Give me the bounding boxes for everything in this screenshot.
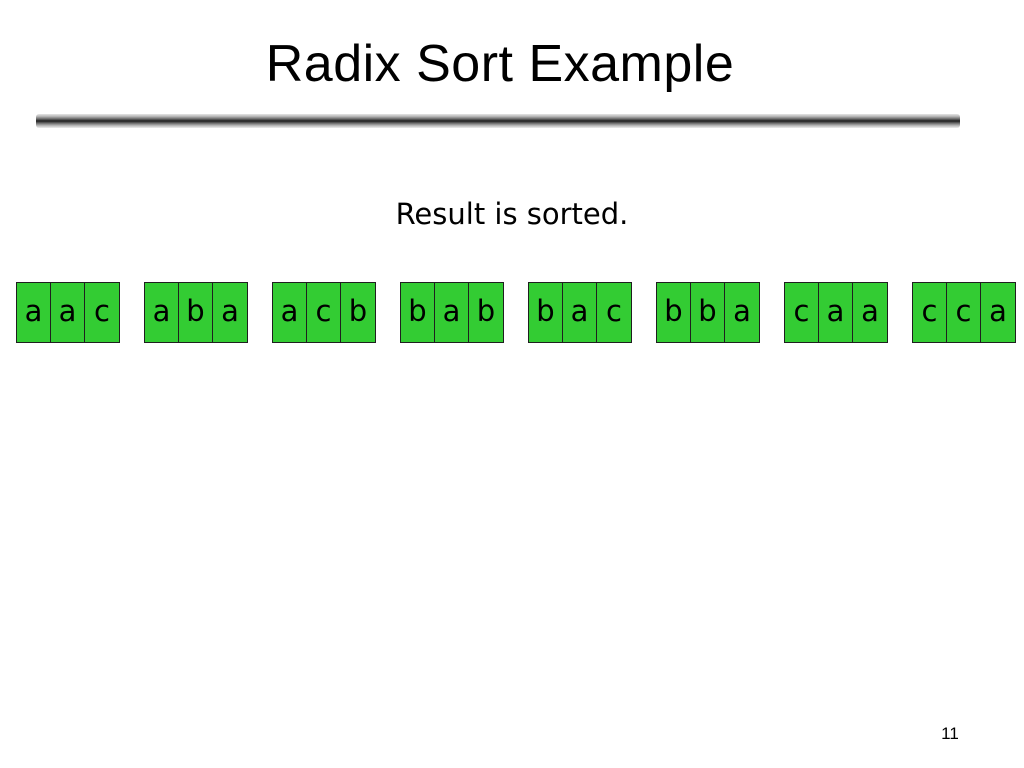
char-cell: a (17, 283, 51, 342)
char-cell: a (563, 283, 597, 342)
char-cell: c (307, 283, 341, 342)
char-cell: a (273, 283, 307, 342)
char-cell: b (341, 283, 375, 342)
char-cell: a (51, 283, 85, 342)
char-cell: b (401, 283, 435, 342)
string-box: b b a (656, 282, 760, 343)
char-cell: b (529, 283, 563, 342)
char-cell: a (853, 283, 887, 342)
char-cell: a (725, 283, 759, 342)
string-box: b a c (528, 282, 632, 343)
char-cell: b (657, 283, 691, 342)
char-cell: c (947, 283, 981, 342)
char-cell: a (981, 283, 1015, 342)
char-cell: c (913, 283, 947, 342)
char-cell: b (179, 283, 213, 342)
char-cell: a (213, 283, 247, 342)
char-cell: c (597, 283, 631, 342)
slide-title: Radix Sort Example (265, 35, 735, 93)
char-cell: a (819, 283, 853, 342)
title-divider (36, 114, 960, 128)
char-cell: b (691, 283, 725, 342)
char-cell: c (85, 283, 119, 342)
page-number: 11 (941, 724, 959, 743)
char-cell: b (469, 283, 503, 342)
string-box: c c a (912, 282, 1016, 343)
result-caption: Result is sorted. (395, 197, 629, 231)
string-box: a b a (144, 282, 248, 343)
char-cell: a (145, 283, 179, 342)
char-cell: c (785, 283, 819, 342)
string-box: a c b (272, 282, 376, 343)
string-box: b a b (400, 282, 504, 343)
string-box: c a a (784, 282, 888, 343)
string-box: a a c (16, 282, 120, 343)
char-cell: a (435, 283, 469, 342)
